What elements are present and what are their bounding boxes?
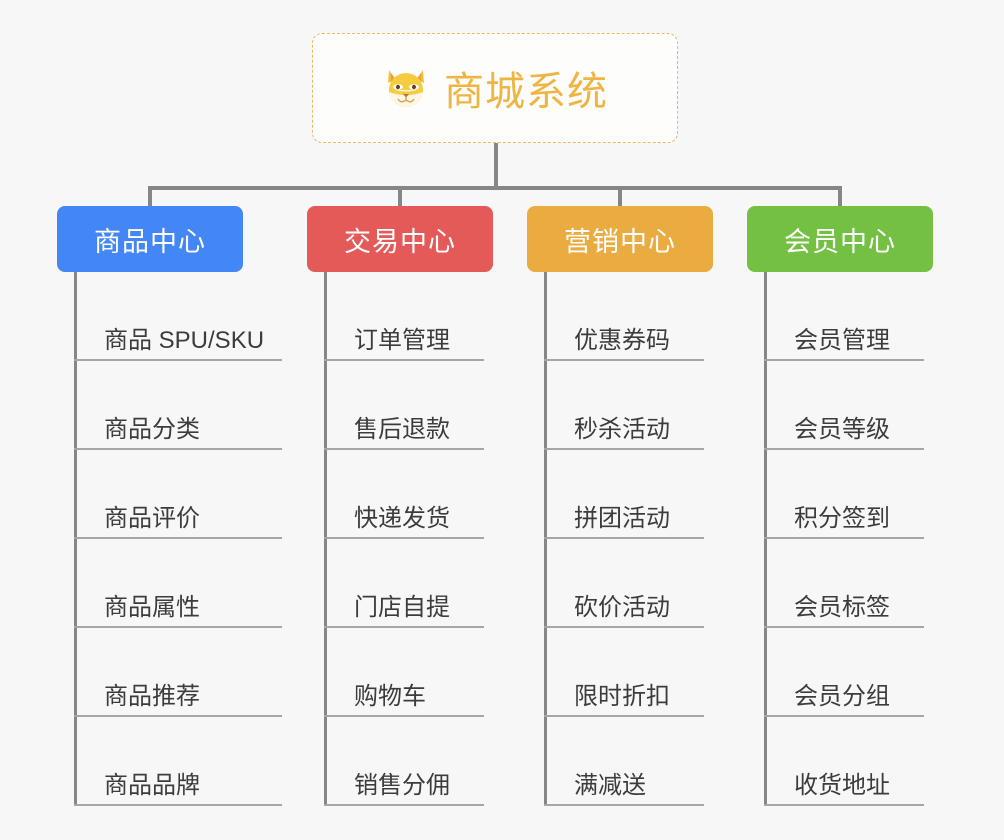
leaf-item[interactable]: 拼团活动	[544, 450, 704, 539]
leaf-item-label: 砍价活动	[574, 594, 670, 622]
leaf-item-label: 拼团活动	[574, 505, 670, 533]
leaf-item-label: 订单管理	[354, 327, 450, 355]
leaf-column-4: 会员管理会员等级积分签到会员标签会员分组收货地址	[764, 272, 924, 806]
connector-drop-4	[838, 186, 842, 208]
leaf-item[interactable]: 秒杀活动	[544, 361, 704, 450]
leaf-item-label: 积分签到	[794, 505, 890, 533]
leaf-item-label: 会员等级	[794, 416, 890, 444]
leaf-item[interactable]: 商品分类	[74, 361, 282, 450]
leaf-item[interactable]: 砍价活动	[544, 539, 704, 628]
column-spine	[764, 272, 767, 806]
leaf-item[interactable]: 收货地址	[764, 717, 924, 806]
leaf-item-label: 快递发货	[354, 505, 450, 533]
leaf-item[interactable]: 购物车	[324, 628, 484, 717]
category-title: 商品中心	[94, 226, 206, 257]
leaf-item-label: 售后退款	[354, 416, 450, 444]
leaf-item[interactable]: 门店自提	[324, 539, 484, 628]
shiba-dog-face-icon	[382, 64, 430, 112]
leaf-item-label: 商品属性	[104, 594, 200, 622]
leaf-item[interactable]: 会员分组	[764, 628, 924, 717]
leaf-item[interactable]: 售后退款	[324, 361, 484, 450]
leaf-item[interactable]: 商品评价	[74, 450, 282, 539]
leaf-item-label: 收货地址	[794, 772, 890, 800]
leaf-item-label: 商品推荐	[104, 683, 200, 711]
leaf-item[interactable]: 商品品牌	[74, 717, 282, 806]
category-box-1[interactable]: 商品中心	[57, 206, 243, 272]
leaf-item-label: 购物车	[354, 683, 426, 711]
category-box-3[interactable]: 营销中心	[527, 206, 713, 272]
leaf-item[interactable]: 快递发货	[324, 450, 484, 539]
leaf-item-label: 会员分组	[794, 683, 890, 711]
leaf-item-label: 商品评价	[104, 505, 200, 533]
leaf-item[interactable]: 商品推荐	[74, 628, 282, 717]
leaf-item-label: 门店自提	[354, 594, 450, 622]
leaf-column-1: 商品 SPU/SKU 商品分类商品评价商品属性商品推荐商品品牌	[74, 272, 282, 806]
leaf-item[interactable]: 会员管理	[764, 272, 924, 361]
column-spine	[544, 272, 547, 806]
leaf-item-label: 商品品牌	[104, 772, 200, 800]
category-box-4[interactable]: 会员中心	[747, 206, 933, 272]
leaf-column-2: 订单管理售后退款快递发货门店自提购物车销售分佣	[324, 272, 484, 806]
column-spine	[74, 272, 77, 806]
leaf-item[interactable]: 优惠券码	[544, 272, 704, 361]
leaf-item-label: 限时折扣	[574, 683, 670, 711]
leaf-item[interactable]: 销售分佣	[324, 717, 484, 806]
leaf-item-label: 销售分佣	[354, 772, 450, 800]
leaf-item[interactable]: 订单管理	[324, 272, 484, 361]
column-spine	[324, 272, 327, 806]
leaf-item-label: 会员标签	[794, 594, 890, 622]
leaf-item-label: 会员管理	[794, 327, 890, 355]
leaf-item-label: 商品 SPU/SKU	[104, 327, 265, 355]
connector-drop-3	[618, 186, 622, 208]
leaf-item-label: 优惠券码	[574, 327, 670, 355]
category-title: 营销中心	[564, 226, 676, 257]
leaf-item[interactable]: 商品属性	[74, 539, 282, 628]
leaf-item-label: 商品分类	[104, 416, 200, 444]
connector-horizontal-bus	[149, 186, 841, 190]
leaf-item[interactable]: 商品 SPU/SKU	[74, 272, 282, 361]
connector-drop-1	[148, 186, 152, 208]
category-title: 交易中心	[344, 226, 456, 257]
connector-drop-2	[398, 186, 402, 208]
category-title: 会员中心	[784, 226, 896, 257]
root-node[interactable]: 商城系统	[312, 33, 678, 143]
leaf-item-label: 满减送	[574, 772, 646, 800]
category-box-2[interactable]: 交易中心	[307, 206, 493, 272]
leaf-item[interactable]: 满减送	[544, 717, 704, 806]
connector-root-stem	[494, 143, 498, 189]
leaf-item-label: 秒杀活动	[574, 416, 670, 444]
leaf-item[interactable]: 限时折扣	[544, 628, 704, 717]
root-title: 商城系统	[444, 70, 608, 114]
leaf-item[interactable]: 会员标签	[764, 539, 924, 628]
leaf-column-3: 优惠券码秒杀活动拼团活动砍价活动限时折扣满减送	[544, 272, 704, 806]
leaf-item[interactable]: 积分签到	[764, 450, 924, 539]
leaf-item[interactable]: 会员等级	[764, 361, 924, 450]
